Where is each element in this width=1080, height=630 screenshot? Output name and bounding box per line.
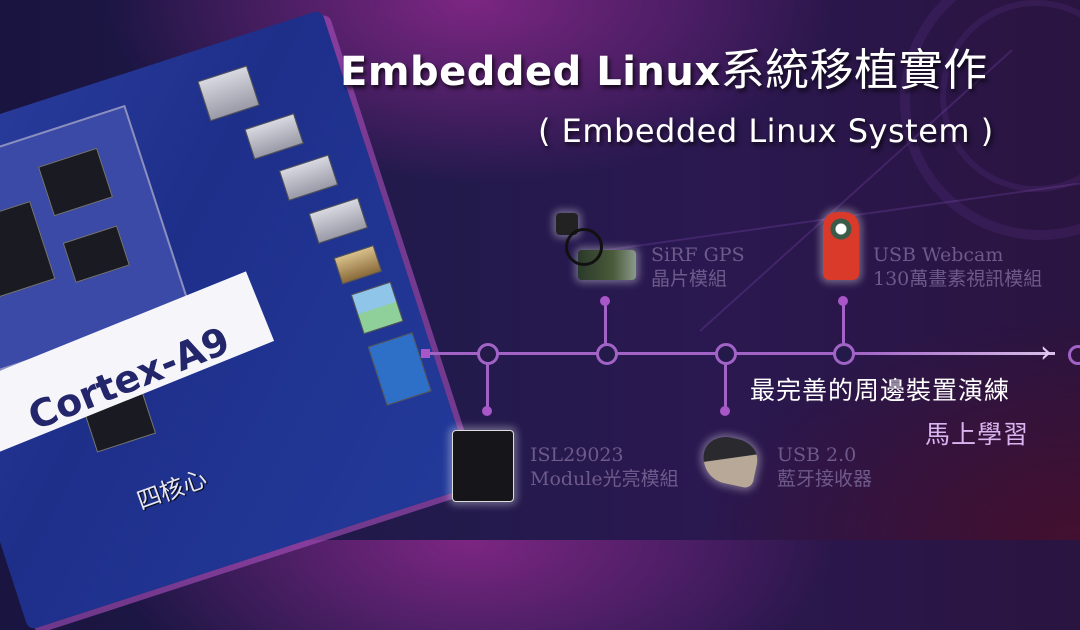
hdmi-port	[333, 244, 383, 285]
usb-port	[244, 113, 304, 160]
ethernet-port	[197, 65, 260, 122]
tagline: 最完善的周邊裝置演練	[750, 376, 1011, 405]
timeline-stem	[842, 300, 845, 344]
device-label-gps: SiRF GPS 晶片模組	[651, 244, 745, 290]
timeline-dot	[838, 296, 848, 306]
timeline-dot	[482, 406, 492, 416]
light-sensor-module-image	[452, 430, 514, 502]
timeline-stem	[604, 300, 607, 344]
timeline-node	[833, 343, 855, 365]
banner-subtitle: ( Embedded Linux System )	[538, 112, 994, 150]
usb-port	[278, 154, 339, 202]
chevron-right-icon: ›	[1040, 335, 1052, 370]
timeline-node	[596, 343, 618, 365]
title-latin: Embedded Linux	[340, 49, 721, 95]
banner-title: Embedded Linux系統移植實作	[340, 34, 988, 98]
timeline-stem	[486, 362, 489, 410]
bluetooth-dongle-image	[698, 432, 762, 490]
timeline-stem	[724, 362, 727, 410]
webcam-image	[823, 212, 859, 280]
device-label-webcam: USB Webcam 130萬畫素視訊模組	[873, 244, 1043, 290]
title-cjk: 系統移植實作	[720, 45, 988, 96]
timeline-dot	[720, 406, 730, 416]
timeline-start-marker	[421, 349, 430, 358]
timeline-end-node	[1068, 345, 1080, 365]
timeline-dot	[600, 296, 610, 306]
device-label-light-sensor: ISL29023 Module光亮模組	[530, 444, 679, 490]
gps-cable	[565, 228, 603, 266]
timeline-line	[425, 352, 1055, 355]
gps-antenna-image	[556, 213, 578, 235]
timeline-line-fade	[855, 352, 1055, 355]
device-label-bluetooth: USB 2.0 藍牙接收器	[777, 444, 873, 490]
usb-port	[308, 197, 368, 244]
audio-jack	[350, 281, 404, 335]
serial-port	[367, 332, 432, 406]
learn-now-link[interactable]: 馬上學習	[925, 420, 1030, 449]
